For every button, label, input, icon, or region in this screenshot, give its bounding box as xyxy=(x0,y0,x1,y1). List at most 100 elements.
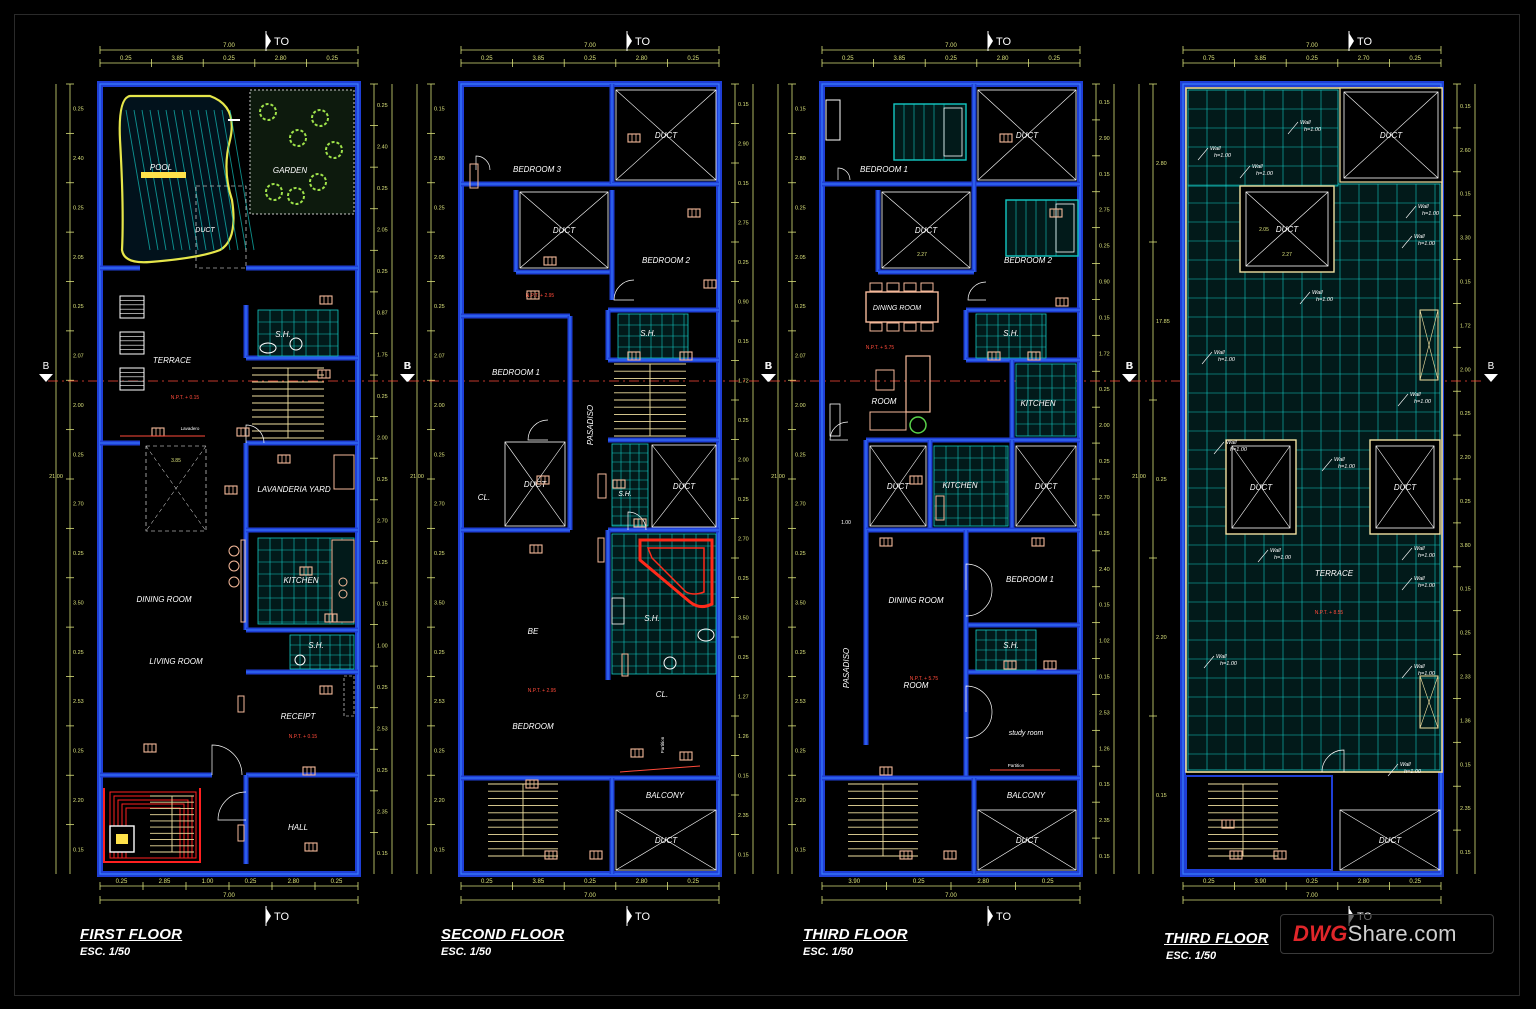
roof-leader xyxy=(1387,763,1399,777)
tf-duct-1-label: DUCT xyxy=(1016,131,1039,140)
plan-4-dim-bottom-total-label: 7.00 xyxy=(1306,893,1318,899)
ff-sh-tiles-bg xyxy=(257,309,339,357)
duct-1-box xyxy=(195,185,247,269)
room-tf-sh-2: S.H. xyxy=(1003,641,1019,650)
sf-duct-4-cross-b xyxy=(651,444,717,528)
tf-electric-socket xyxy=(909,475,923,485)
plan-1-dim-bottom-label: 0.25 xyxy=(116,879,128,885)
room-tf-study: study room xyxy=(1009,730,1044,737)
plan-4-dim-right-label: 0.15 xyxy=(1460,280,1471,286)
floor-scale-2: ESC. 1/50 xyxy=(441,946,492,958)
ff-lavadero-label: Lavadero xyxy=(181,426,200,431)
garden-plant xyxy=(289,129,307,147)
plan-1-dim-bottom-label: 0.25 xyxy=(331,879,343,885)
plan-2-dim-right-label: 2.00 xyxy=(738,457,749,463)
plan-3-section-top-arrow xyxy=(988,33,993,49)
bar-stool xyxy=(228,560,240,572)
plan-3-dim-right-label: 2.70 xyxy=(1099,495,1110,501)
room-tf-bedroom-1b: BEDROOM 1 xyxy=(1006,575,1054,584)
plan-4-dim-right-label: 2.35 xyxy=(1460,806,1471,812)
sf-electric-socket xyxy=(627,351,641,361)
plan-2-dim-top-label: 0.25 xyxy=(481,56,493,62)
tf-dim-227: 2.27 xyxy=(917,252,927,258)
plan-1-dim-right-label: 1.00 xyxy=(377,643,388,649)
garden-plant xyxy=(325,141,343,159)
roof-duct-1-cross-b xyxy=(1343,91,1439,179)
plan-4-dim-bottom-label: 2.80 xyxy=(1358,879,1370,885)
dwgshare-watermark[interactable]: DWGShare.com xyxy=(1280,914,1494,954)
plan-2-dim-right-label: 0.25 xyxy=(738,497,749,503)
plan-2-dim-right-label: 2.90 xyxy=(738,141,749,147)
plan-3-dim-right-label: 1.72 xyxy=(1099,351,1110,357)
tf-door-5 xyxy=(829,421,849,441)
plan-3-dim-right-label: 0.15 xyxy=(1099,854,1110,860)
sf-jacuzzi-inner xyxy=(646,547,705,595)
roof-wall-note: Wall xyxy=(1414,546,1425,552)
roof-wall-height: h=1.00 xyxy=(1214,153,1232,159)
sf-electric-socket xyxy=(543,256,557,266)
room-roof-terrace: TERRACE xyxy=(1315,569,1354,578)
plan-2-dim-top-label: 2.80 xyxy=(636,56,648,62)
roof-wall-note: Wall xyxy=(1334,457,1345,463)
sf-duct-2-label: DUCT xyxy=(553,226,576,235)
tf-electric-socket xyxy=(999,133,1013,143)
plan-3-dim-left-label: 0.15 xyxy=(795,847,806,853)
plan-2-section-bottom-label: TO xyxy=(635,911,651,923)
plan-4-dim-right-label: 2.33 xyxy=(1460,675,1471,681)
plan-4-dim-right-label: 2.60 xyxy=(1460,148,1471,154)
tf-kitchen-tiles xyxy=(1015,363,1077,437)
roof-leader xyxy=(1321,458,1333,472)
room-sf-cl-2: CL. xyxy=(656,690,668,699)
plan-1-side-left-label: B xyxy=(43,361,50,372)
plan-3-dim-right-label: 2.40 xyxy=(1099,567,1110,573)
tf-electric-socket xyxy=(879,766,893,776)
roof-wall-height: h=1.00 xyxy=(1338,464,1356,470)
plan-2-dim-bottom-label: 0.25 xyxy=(687,879,699,885)
plan-3-total-label: 21.00 xyxy=(771,474,785,480)
roof-duct-2-box xyxy=(1245,191,1329,267)
sf-electric-socket xyxy=(679,751,693,761)
sf-frame-3 xyxy=(621,653,629,677)
plan-4-section-top-arrow xyxy=(1349,33,1354,49)
sf-frame-1 xyxy=(469,163,479,189)
entry-gate xyxy=(109,825,135,853)
roof-electric-socket xyxy=(1229,850,1243,860)
plan-1-dim-left-label: 0.25 xyxy=(73,205,84,211)
room-tf-room: ROOM xyxy=(872,397,897,406)
roof-duct-2-label: DUCT xyxy=(1276,225,1299,234)
plan-4-dim-right-label: 0.25 xyxy=(1460,411,1471,417)
plan-2-dim-right-label: 0.15 xyxy=(738,102,749,108)
sf-electric-socket xyxy=(612,479,626,489)
roof-wall-height: h=1.00 xyxy=(1256,171,1274,177)
roof-wall-note: Wall xyxy=(1216,654,1227,660)
plan-2-dim-right-label: 3.50 xyxy=(738,615,749,621)
sf-sh2-tiles xyxy=(611,443,649,527)
room-tf-room-2: ROOM xyxy=(904,681,929,690)
plan-1-dim-right-label: 0.25 xyxy=(377,477,388,483)
roof-wall-note: Wall xyxy=(1414,576,1425,582)
tf-dim-100: 1.00 xyxy=(841,520,851,526)
sf-electric-socket xyxy=(525,779,539,789)
roof-duct-5-box xyxy=(1339,809,1441,871)
roof-duct-4-label: DUCT xyxy=(1394,483,1417,492)
tf-chair xyxy=(869,322,883,332)
roof-skylight-1 xyxy=(1419,309,1439,381)
room-tf-balcony: BALCONY xyxy=(1007,791,1046,800)
tf-partition-label: Partition xyxy=(1008,763,1025,768)
plan-1-dim-left-label: 0.25 xyxy=(73,107,84,113)
roof-wall-note: Wall xyxy=(1414,234,1425,240)
pool-hatch xyxy=(133,109,159,251)
plan-1-dim-left-label: 2.00 xyxy=(73,403,84,409)
sf-electric-socket xyxy=(627,133,641,143)
bar-stool xyxy=(228,576,240,588)
plan-2-dim-left-label: 2.70 xyxy=(434,502,445,508)
garden-plant xyxy=(287,187,305,205)
electric-socket xyxy=(319,685,333,695)
roof-wall-height: h=1.00 xyxy=(1220,661,1238,667)
tf-door-2 xyxy=(967,281,987,301)
ff-duct-2-cross-b xyxy=(145,445,207,532)
plan-3-dim-right-label: 0.15 xyxy=(1099,100,1110,106)
roof-wall-note: Wall xyxy=(1418,204,1429,210)
plan-1-dim-left-label: 2.07 xyxy=(73,354,84,360)
ff-sh-tiles xyxy=(257,309,339,357)
